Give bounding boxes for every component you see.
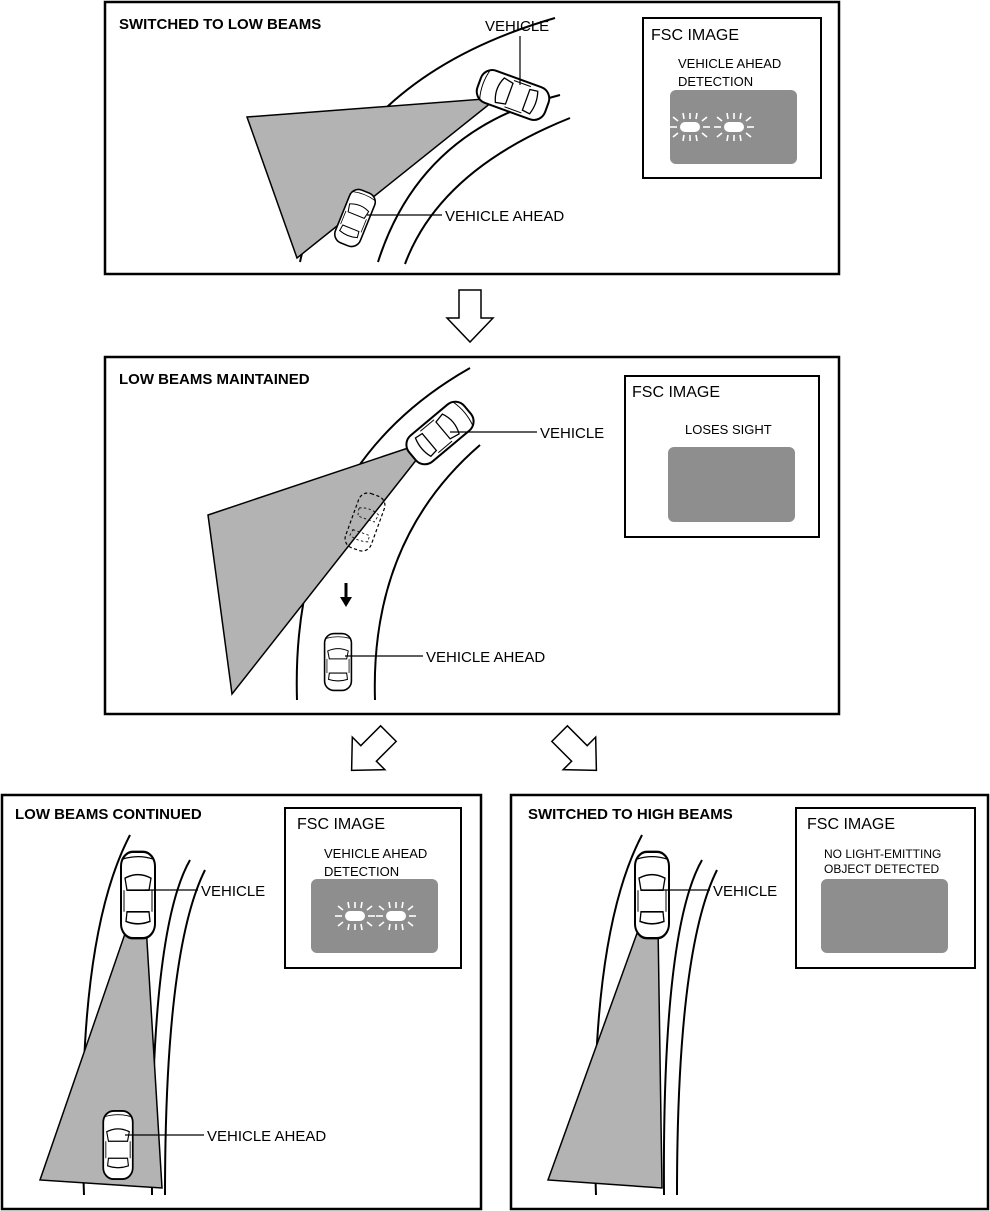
vehicle-ahead-icon xyxy=(323,632,353,692)
panel-title: SWITCHED TO HIGH BEAMS xyxy=(528,806,733,823)
vehicle-label: VEHICLE xyxy=(201,883,265,900)
flow-arrow-down-right xyxy=(550,724,598,772)
fsc-status-line2: OBJECT DETECTED xyxy=(824,862,939,876)
road-edge xyxy=(373,444,481,701)
fsc-screen xyxy=(668,447,795,522)
fsc-image-box: FSC IMAGE VEHICLE AHEAD DETECTION xyxy=(284,807,462,969)
panel-low-beams-continued: LOW BEAMS CONTINUED VEHICLE VEHICLE AHEA… xyxy=(0,793,483,1211)
fsc-title: FSC IMAGE xyxy=(651,27,739,44)
headlight-beam xyxy=(207,438,435,696)
movement-arrow-icon xyxy=(340,583,352,607)
panel-switched-to-high-beams: SWITCHED TO HIGH BEAMS VEHICLE FSC IMAGE… xyxy=(509,793,990,1211)
vehicle-ahead-label: VEHICLE AHEAD xyxy=(445,208,564,225)
flow-arrow-down-left xyxy=(350,724,398,772)
vehicle-label: VEHICLE xyxy=(485,18,549,35)
fsc-status-line1: VEHICLE AHEAD xyxy=(324,846,427,861)
vehicle-icon xyxy=(119,850,157,940)
panel-title: LOW BEAMS CONTINUED xyxy=(15,806,202,823)
fsc-screen xyxy=(821,879,948,953)
fsc-image-box: FSC IMAGE LOSES SIGHT xyxy=(624,375,820,538)
fsc-status-line1: VEHICLE AHEAD xyxy=(678,56,781,71)
panel-switched-to-low-beams: SWITCHED TO LOW BEAMS VEHICLE VEHICLE AH… xyxy=(103,0,841,276)
vehicle-ahead-icon xyxy=(102,1109,134,1181)
panel-low-beams-maintained: LOW BEAMS MAINTAINED VEHICLE VEHICLE AHE… xyxy=(103,355,841,716)
headlight-beam xyxy=(245,97,500,260)
vehicle-icon xyxy=(633,850,671,940)
flow-arrow-down xyxy=(445,289,495,344)
panel-title: LOW BEAMS MAINTAINED xyxy=(119,371,310,388)
fsc-title: FSC IMAGE xyxy=(632,384,720,401)
fsc-image-box: FSC IMAGE VEHICLE AHEAD DETECTION xyxy=(642,17,822,179)
vehicle-label: VEHICLE xyxy=(713,883,777,900)
panel-title: SWITCHED TO LOW BEAMS xyxy=(119,16,321,33)
vehicle-ahead-label: VEHICLE AHEAD xyxy=(426,649,545,666)
fsc-status-line2: DETECTION xyxy=(324,864,399,879)
fsc-status-line1: NO LIGHT-EMITTING xyxy=(824,847,941,861)
road-edge xyxy=(662,859,703,1196)
fsc-title: FSC IMAGE xyxy=(807,816,895,833)
fsc-image-box: FSC IMAGE NO LIGHT-EMITTING OBJECT DETEC… xyxy=(795,807,976,969)
fsc-title: FSC IMAGE xyxy=(297,816,385,833)
road-edge xyxy=(164,869,206,1196)
vehicle-ahead-label: VEHICLE AHEAD xyxy=(207,1128,326,1145)
vehicle-label: VEHICLE xyxy=(540,425,604,442)
fsc-status-line2: DETECTION xyxy=(678,74,753,89)
road-edge xyxy=(676,869,718,1196)
road-edge xyxy=(404,117,571,265)
fsc-status-line1: LOSES SIGHT xyxy=(685,422,772,437)
